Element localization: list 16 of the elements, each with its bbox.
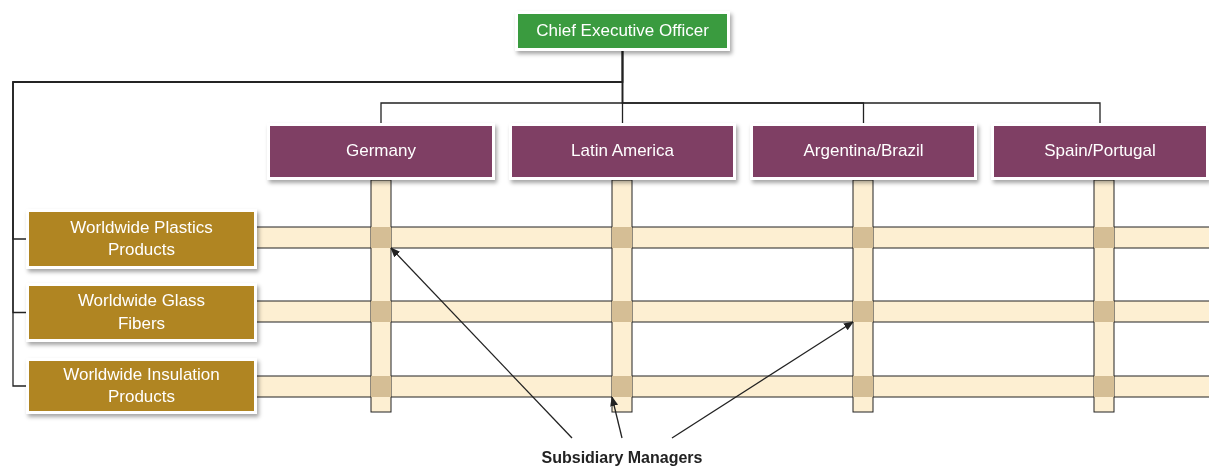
leader-arrow [671,321,854,439]
leader-arrow [610,396,623,439]
division-box: Worldwide Insulation Products [26,358,257,414]
connector-line [12,50,624,387]
intersection-cell [371,227,391,248]
region-box: Germany [267,123,495,180]
executive-box: Chief Executive Officer [515,11,730,51]
region-box: Latin America [509,123,736,180]
intersection-cell [612,376,632,397]
division-box: Worldwide Glass Fibers [26,283,257,342]
leader-arrow [390,247,573,439]
division-box: Worldwide Plastics Products [26,209,257,269]
region-box: Spain/Portugal [991,123,1209,180]
intersection-cell [853,301,873,322]
region-box: Argentina/Brazil [750,123,977,180]
callout-text: Subsidiary Managers [522,446,722,469]
